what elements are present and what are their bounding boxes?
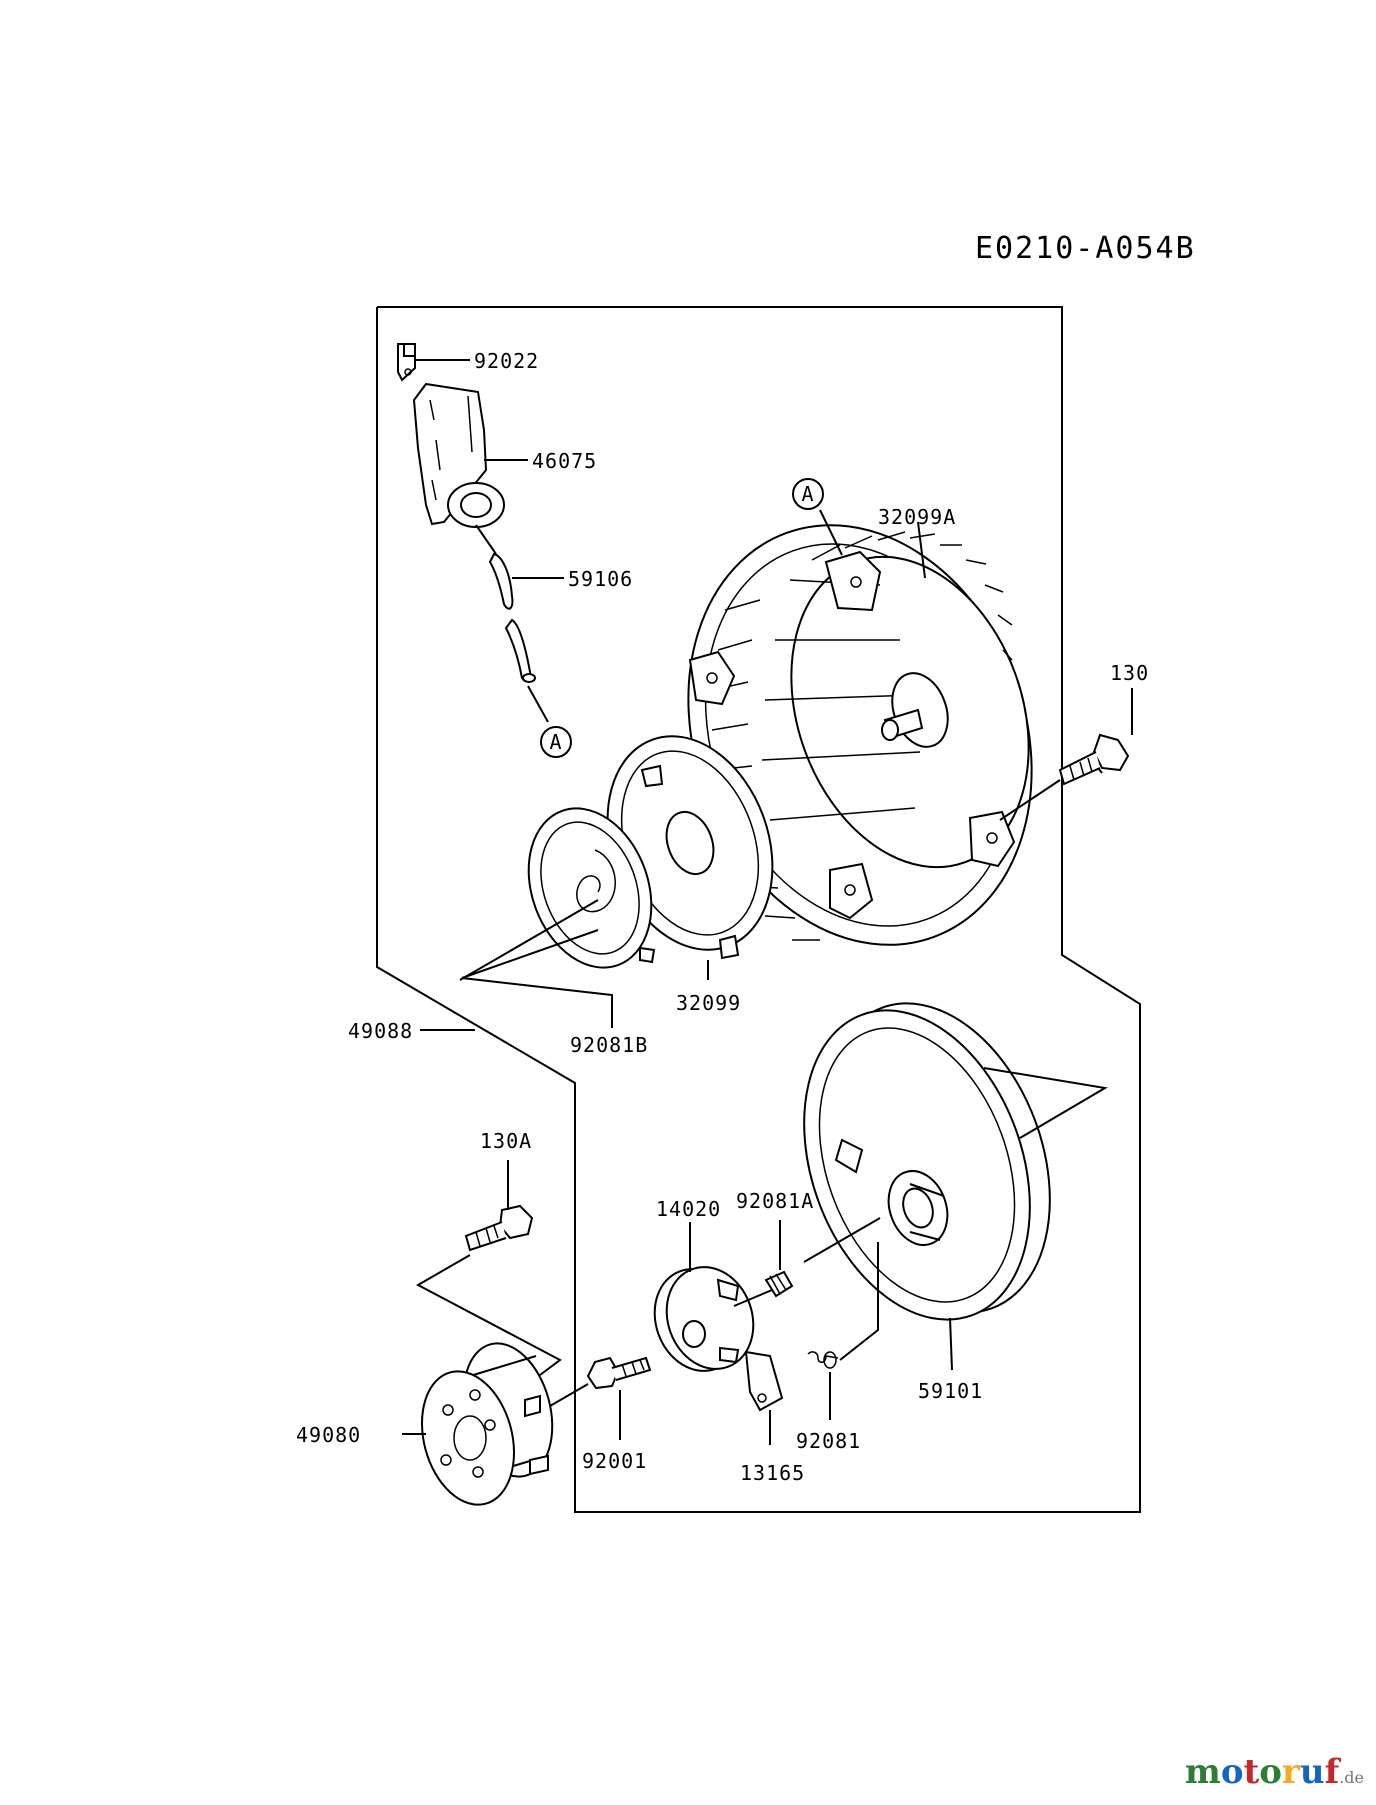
label-92081: 92081 xyxy=(796,1429,861,1453)
diagram-code: E0210-A054B xyxy=(975,231,1196,266)
ratchet-14020 xyxy=(653,1266,755,1372)
case-mount-ears xyxy=(688,550,1016,920)
logo-letter: o xyxy=(1259,1752,1282,1792)
label-130A: 130A xyxy=(480,1129,532,1153)
logo-letter: r xyxy=(1281,1752,1300,1792)
label-32099: 32099 xyxy=(676,991,741,1015)
pawl-13165 xyxy=(744,1350,784,1412)
label-13165: 13165 xyxy=(740,1461,805,1485)
logo-letter: m xyxy=(1184,1752,1221,1792)
clip-92022 xyxy=(397,343,416,382)
spring-92081A xyxy=(764,1270,794,1298)
label-92022: 92022 xyxy=(474,349,539,373)
label-46075: 46075 xyxy=(532,449,597,473)
label-14020: 14020 xyxy=(656,1197,721,1221)
part-labels: 92022 46075 59106 32099A 130 32099 92081… xyxy=(296,349,1149,1485)
label-92001: 92001 xyxy=(582,1449,647,1473)
callout-a-top-label: A xyxy=(801,482,814,506)
leader-lines xyxy=(402,359,1133,1445)
pulley-59101 xyxy=(803,1002,1051,1321)
label-49080: 49080 xyxy=(296,1423,361,1447)
rope-guide-46075 xyxy=(412,382,505,528)
label-92081B: 92081B xyxy=(570,1033,648,1057)
label-59101: 59101 xyxy=(918,1379,983,1403)
tube-59106 xyxy=(488,552,536,683)
drum-49080 xyxy=(420,1342,554,1506)
label-32099A: 32099A xyxy=(878,505,956,529)
screw-92001 xyxy=(586,1356,652,1390)
logo-letter: f xyxy=(1324,1752,1340,1792)
label-49088: 49088 xyxy=(348,1019,413,1043)
label-59106: 59106 xyxy=(568,567,633,591)
bolt-130 xyxy=(1058,733,1130,786)
assembly-frame xyxy=(376,306,1141,1513)
label-130: 130 xyxy=(1110,661,1149,685)
spring-92081B xyxy=(527,807,656,969)
callout-a-bottom: A xyxy=(540,726,572,758)
label-92081A: 92081A xyxy=(736,1189,814,1213)
logo-suffix: .de xyxy=(1339,1768,1364,1787)
motoruf-logo: motoruf.de xyxy=(1185,1752,1364,1792)
callout-a-bottom-label: A xyxy=(549,730,562,754)
recoil-case-32099A xyxy=(687,524,1033,946)
bolt-130A xyxy=(464,1204,534,1252)
logo-letter: u xyxy=(1299,1752,1325,1792)
logo-letter: o xyxy=(1220,1752,1244,1792)
logo-letter: t xyxy=(1243,1752,1260,1792)
spring-92081 xyxy=(807,1351,839,1369)
callout-a-top: A xyxy=(792,478,824,510)
